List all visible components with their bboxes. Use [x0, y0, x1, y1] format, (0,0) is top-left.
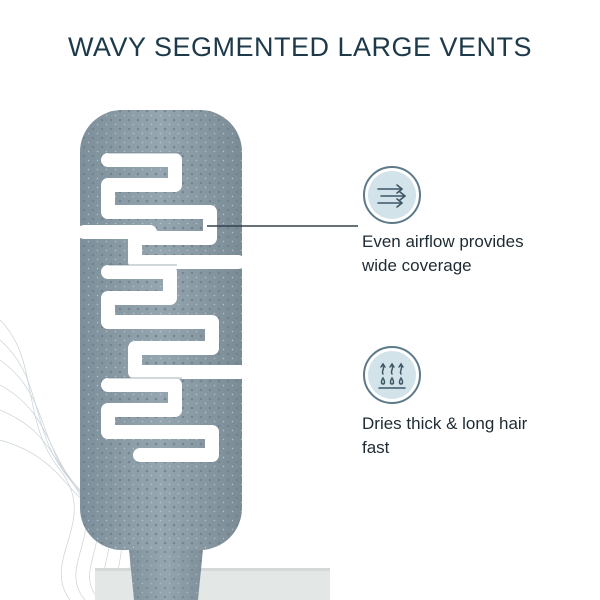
drying-feature-icon	[363, 346, 421, 404]
airflow-arrows-icon	[377, 184, 407, 208]
page-title: WAVY SEGMENTED LARGE VENTS	[67, 32, 533, 62]
heat-drops-icon	[378, 362, 406, 389]
display-pedestal	[95, 568, 330, 600]
drying-feature-text: Dries thick & long hair fast	[362, 414, 528, 457]
vent-outlines	[108, 152, 182, 379]
airflow-feature-icon	[363, 166, 421, 224]
airflow-feature-text: Even airflow provides wide coverage	[362, 232, 524, 275]
wavy-vents	[77, 153, 247, 462]
